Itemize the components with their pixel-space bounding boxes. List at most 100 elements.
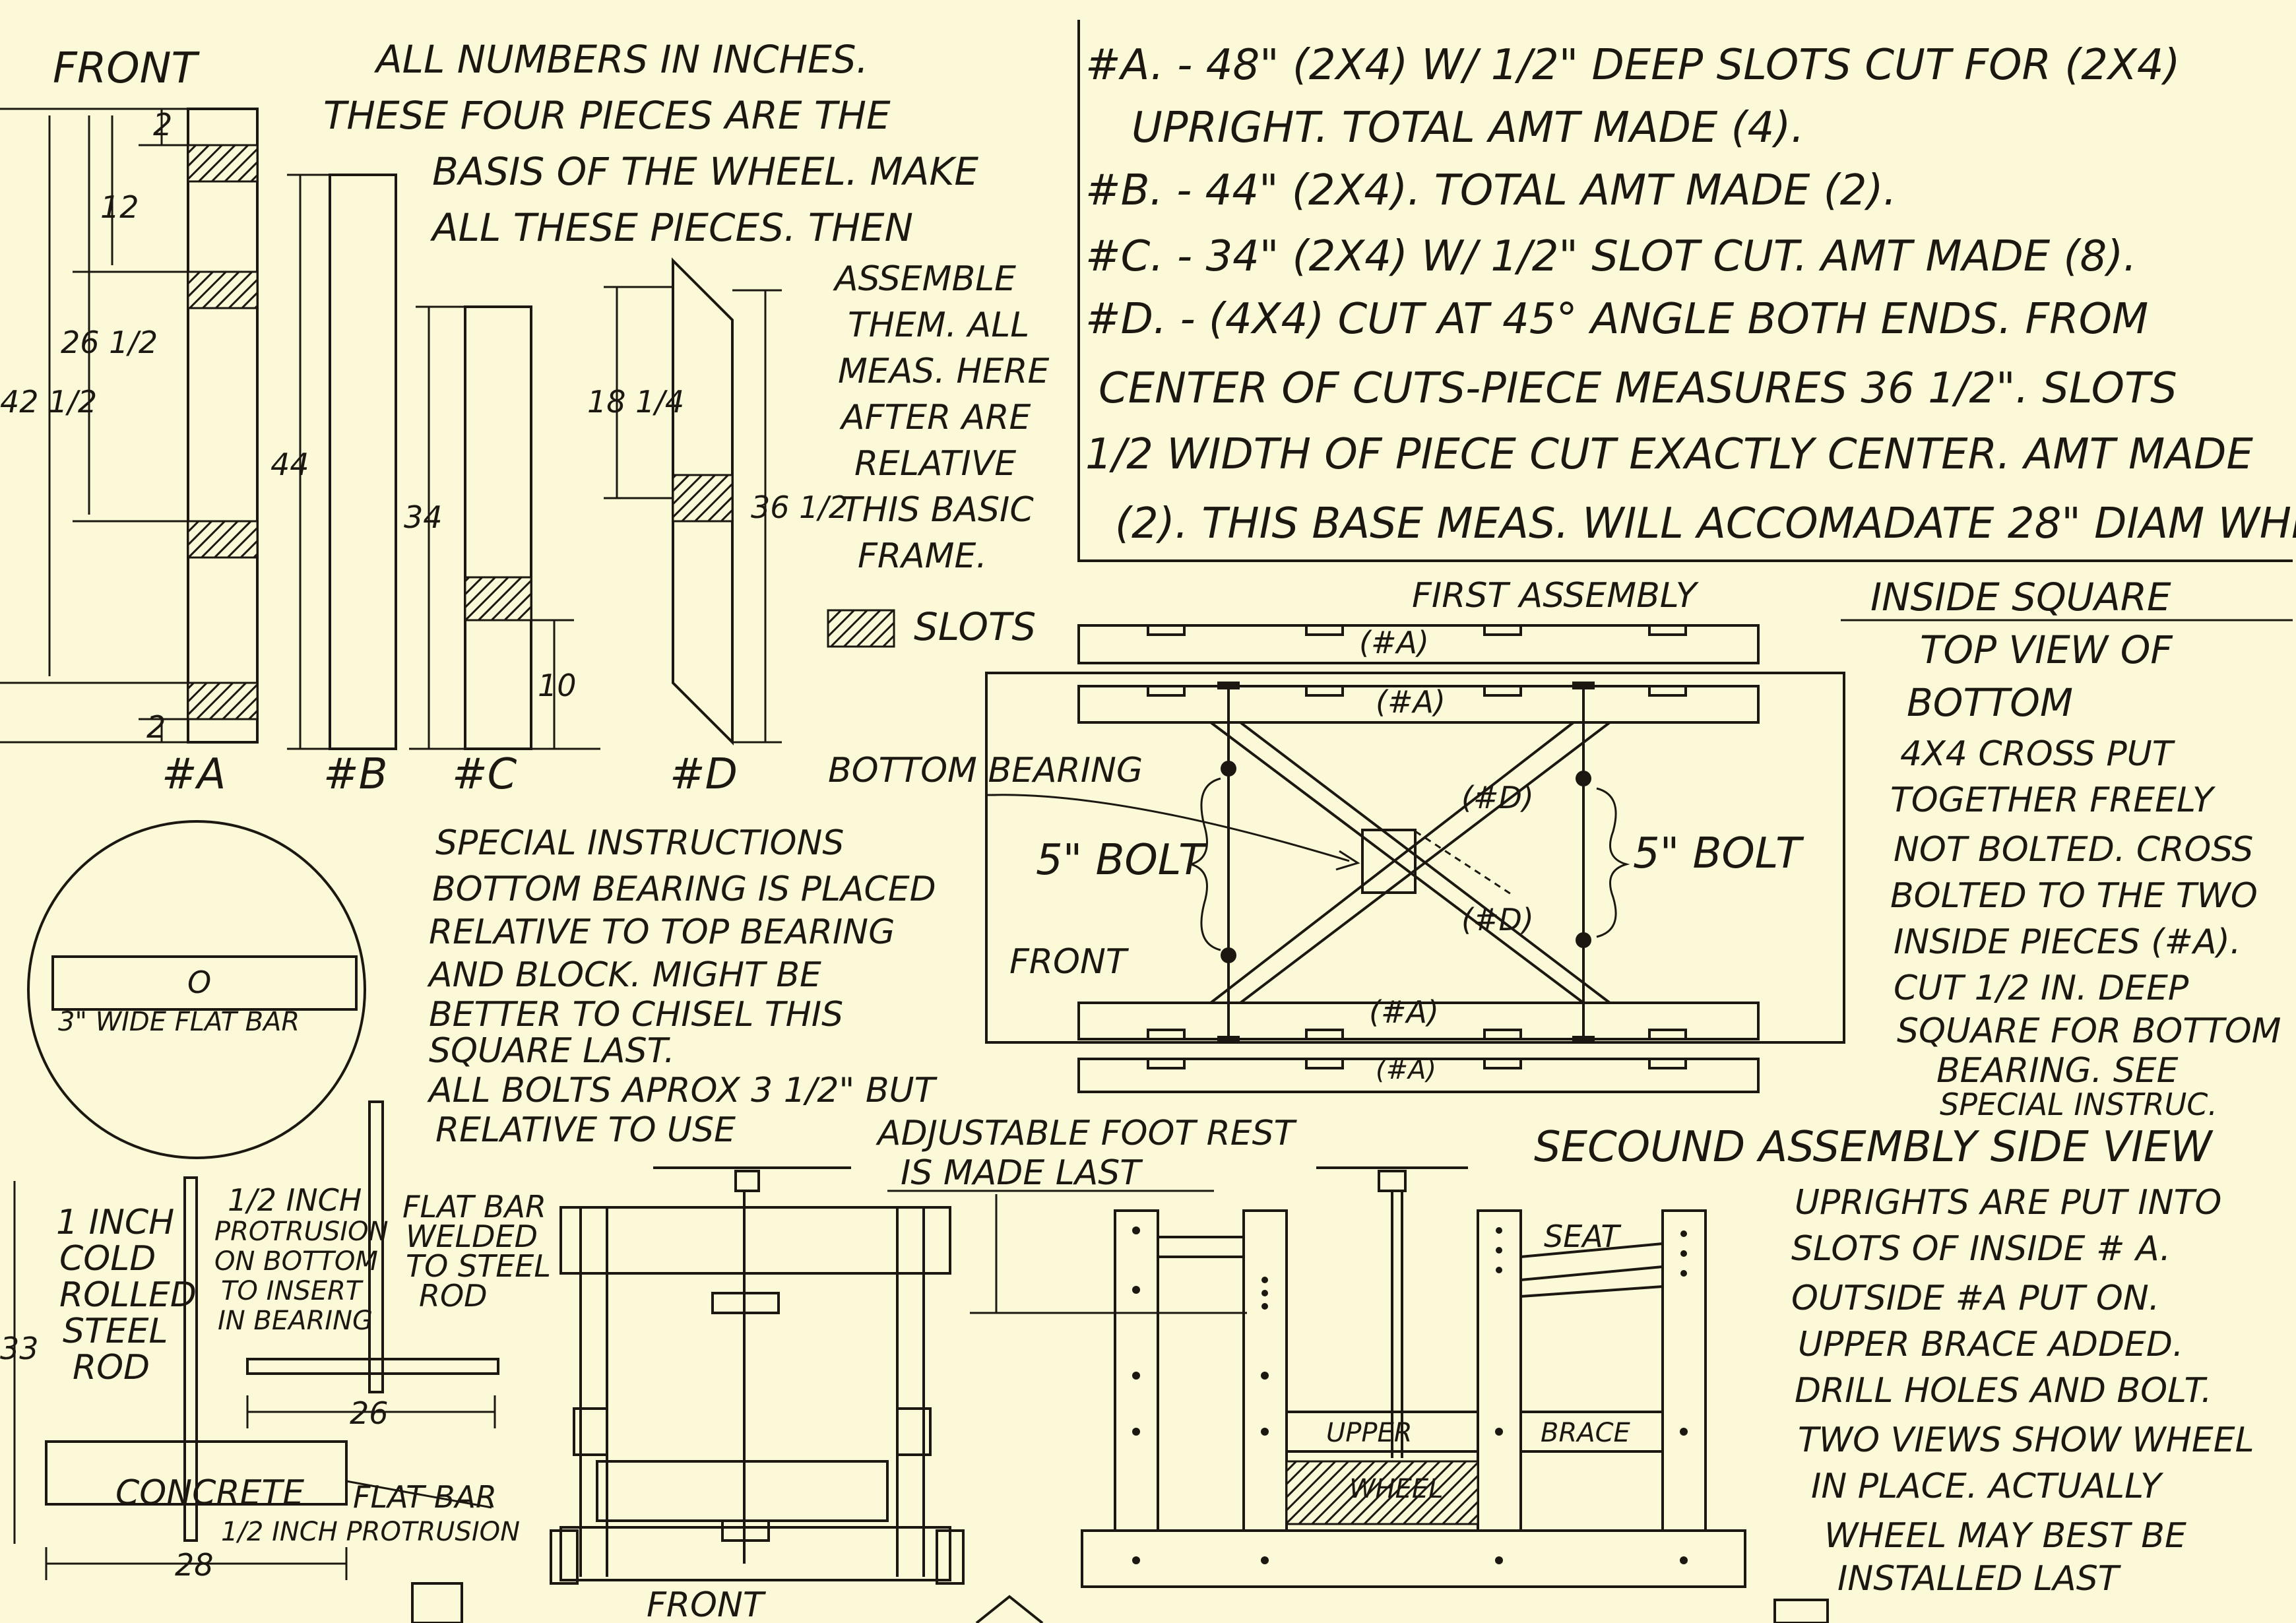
board-a-outer-bottom xyxy=(1077,1058,1760,1093)
cropped-fragment xyxy=(975,1595,1044,1623)
dim-label: 36 1/2 xyxy=(751,490,848,525)
board-a-label: (#A) xyxy=(1376,684,1446,720)
piece-c-board xyxy=(464,305,532,750)
second-assembly-line: UPPER BRACE ADDED. xyxy=(1798,1325,2183,1364)
inside-square-note: INSIDE SQUARE TOP VIEW OF BOTTOM 4X4 CRO… xyxy=(1841,575,2293,1122)
piece-d-label: (#D) xyxy=(1461,902,1534,938)
bottom-bearing-label: BOTTOM BEARING xyxy=(828,751,1143,790)
protrusion-line: 1/2 INCH xyxy=(228,1182,362,1218)
dim-label: 34 xyxy=(404,499,443,535)
dim-label: 2 xyxy=(146,709,166,745)
inside-square-line: CUT 1/2 IN. DEEP xyxy=(1894,969,2189,1008)
dim-label: 28 xyxy=(175,1547,214,1583)
slots-legend: SLOTS xyxy=(827,604,1036,649)
header-line: THEM. ALL xyxy=(848,305,1029,345)
bolt-brace-left xyxy=(1187,777,1221,951)
piece-a-board xyxy=(187,108,259,744)
upright xyxy=(1477,1209,1522,1532)
first-assembly: FIRST ASSEMBLY (#A) (#A) (#D) (#D) (#A) … xyxy=(828,576,1845,1093)
upright xyxy=(1661,1209,1707,1532)
brace-label: BRACE xyxy=(1541,1418,1631,1448)
piece-d-label: #D xyxy=(670,750,738,799)
flatbar-line: TO STEEL xyxy=(406,1248,551,1284)
slot-hatch xyxy=(187,270,259,309)
cross-piece-d xyxy=(1209,721,1611,1004)
header-line: AFTER ARE xyxy=(839,398,1031,437)
dim-label: 26 1/2 xyxy=(61,325,158,360)
rod-line: ROLLED xyxy=(59,1275,197,1315)
wheel-front xyxy=(596,1460,889,1522)
piece-c-label: #C xyxy=(452,750,517,799)
board-a-outer-top xyxy=(1077,624,1760,664)
second-assembly-line: IN PLACE. ACTUALLY xyxy=(1811,1467,2164,1506)
dim-label: 42 1/2 xyxy=(0,384,97,420)
inside-square-line: 4X4 CROSS PUT xyxy=(1900,734,2176,774)
slot-hatch xyxy=(187,682,259,720)
flat-bar-welded xyxy=(246,1358,499,1375)
inside-square-line: SPECIAL INSTRUC. xyxy=(1940,1087,2217,1122)
piece-d: 18 1/4 36 1/2 #D xyxy=(587,257,848,799)
cross-piece-d xyxy=(1209,721,1611,1004)
second-assembly: ADJUSTABLE FOOT REST IS MADE LAST FRONT xyxy=(550,1114,2254,1623)
inside-square-line: INSIDE PIECES (#A). xyxy=(1894,922,2241,962)
slot-hatch xyxy=(187,520,259,559)
slot-hatch xyxy=(672,474,734,523)
protrusion-line: IN BEARING xyxy=(218,1306,373,1336)
rod-upper xyxy=(368,1100,384,1393)
special-instructions-line: BOTTOM BEARING IS PLACED xyxy=(432,870,936,909)
special-instructions-line: SQUARE LAST. xyxy=(429,1031,675,1071)
dim-label: 26 xyxy=(350,1395,389,1431)
slots-legend-label: SLOTS xyxy=(914,604,1036,649)
footrest-line: IS MADE LAST xyxy=(901,1153,1143,1193)
spec-line: 1/2 WIDTH OF PIECE CUT EXACTLY CENTER. A… xyxy=(1085,430,2253,479)
seat-boards xyxy=(1520,1242,1663,1298)
piece-a: 2 12 26 1/2 42 1/2 2 #A xyxy=(0,107,259,799)
rod-line: ROD xyxy=(73,1348,150,1387)
board-a-label: (#A) xyxy=(1359,625,1429,660)
header-note: FRONT ALL NUMBERS IN INCHES. THESE FOUR … xyxy=(53,37,1049,576)
seat-label: SEAT xyxy=(1544,1219,1622,1254)
center-mark: O xyxy=(187,965,211,1000)
piece-d-label: (#D) xyxy=(1461,780,1534,815)
wheel-side xyxy=(1285,1460,1479,1525)
header-line: BASIS OF THE WHEEL. MAKE xyxy=(432,149,978,194)
flatbar-line: FLAT BAR xyxy=(402,1189,546,1225)
special-instructions-line: ALL BOLTS APROX 3 1/2" BUT xyxy=(427,1071,938,1110)
second-assembly-line: INSTALLED LAST xyxy=(1837,1559,2122,1599)
concrete-label: CONCRETE xyxy=(115,1473,304,1513)
second-assembly-title: SECOUND ASSEMBLY SIDE VIEW xyxy=(1534,1123,2214,1172)
base-side xyxy=(1081,1529,1746,1588)
wheel-circle xyxy=(27,820,366,1159)
spec-line: UPRIGHT. TOTAL AMT MADE (4). xyxy=(1132,104,1804,152)
rod-line: COLD xyxy=(59,1239,156,1279)
special-instructions: SPECIAL INSTRUCTIONS BOTTOM BEARING IS P… xyxy=(427,823,938,1150)
inside-square-line: BOTTOM xyxy=(1907,680,2073,725)
inside-square-title: INSIDE SQUARE xyxy=(1870,575,2171,620)
slot-hatch-swatch xyxy=(827,609,895,648)
special-instructions-line: RELATIVE TO USE xyxy=(435,1110,736,1150)
bolt-brace-right xyxy=(1596,787,1630,938)
header-line: ALL NUMBERS IN INCHES. xyxy=(373,37,868,82)
spec-line: #A. - 48" (2X4) W/ 1/2" DEEP SLOTS CUT F… xyxy=(1085,41,2181,90)
upper-label: UPPER xyxy=(1326,1418,1413,1448)
spec-line: #C. - 34" (2X4) W/ 1/2" SLOT CUT. AMT MA… xyxy=(1085,232,2137,281)
dim-label: 10 xyxy=(538,668,577,703)
flat-bar xyxy=(51,955,358,1011)
spec-line: #B. - 44" (2X4). TOTAL AMT MADE (2). xyxy=(1085,166,1897,215)
second-assembly-line: WHEEL MAY BEST BE xyxy=(1824,1516,2186,1556)
flatbar-line: ROD xyxy=(419,1278,488,1314)
slot-hatch xyxy=(464,576,532,621)
protrusion-line: PROTRUSION xyxy=(214,1217,389,1247)
piece-c: 34 10 #C xyxy=(404,305,600,799)
rod-line: STEEL xyxy=(63,1312,168,1351)
second-assembly-line: TWO VIEWS SHOW WHEEL xyxy=(1798,1420,2254,1460)
bolt-label-left: 5" BOLT xyxy=(1036,836,1207,885)
first-assembly-title: FIRST ASSEMBLY xyxy=(1412,576,1700,616)
special-instructions-line: RELATIVE TO TOP BEARING xyxy=(429,912,895,952)
header-line: RELATIVE xyxy=(854,444,1016,484)
header-line: FRAME. xyxy=(858,536,987,576)
upright xyxy=(1114,1209,1159,1532)
inside-square-line: BOLTED TO THE TWO xyxy=(1890,876,2258,916)
axle-detail: CONCRETE 33 28 26 1 INCH COLD ROLLED STE… xyxy=(0,1100,551,1583)
